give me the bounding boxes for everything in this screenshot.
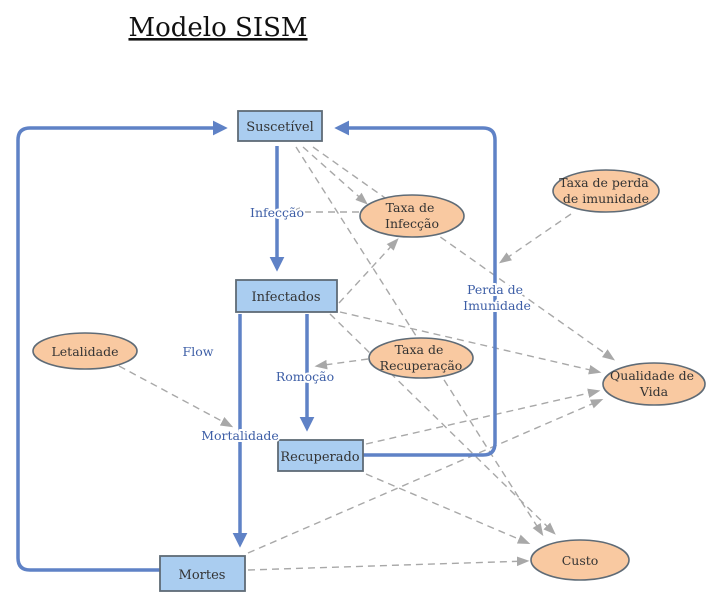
flow-mortes-return-pipe: [16, 120, 228, 572]
influence-suscetivel-to-taxa-infeccao: [302, 146, 368, 205]
diagram-title: Modelo SISM: [128, 13, 307, 43]
stock-recuperado-label: Recuperado: [280, 450, 359, 465]
influence-taxa-recuperacao-to-romocao-flow: [314, 358, 369, 370]
flow-flow-label: Flow: [183, 344, 214, 359]
influence-infectados-to-custo: [329, 313, 556, 535]
flow-infeccao-label: Infecção: [250, 205, 304, 220]
aux-taxa-recuperacao-label: Taxa de Recuperação: [380, 342, 463, 373]
aux-taxa-recuperacao-ellipse: [368, 337, 474, 379]
aux-qualidade-vida-ellipse: [602, 362, 706, 406]
aux-taxa-perda-imunidade-label: Taxa de perda de imunidade: [559, 175, 652, 206]
influence-mortes-to-qualidade-vida: [247, 398, 604, 554]
stock-mortes-label: Mortes: [179, 568, 226, 583]
aux-qualidade-vida: Qualidade de Vida: [602, 362, 706, 406]
influence-infectados-to-qualidade-vida: [339, 311, 602, 375]
flow-perda-imunidade-pipe: [334, 120, 497, 457]
aux-custo: Custo: [530, 539, 630, 581]
influence-letalidade-to-mortalidade-flow: [118, 365, 234, 428]
flow-perda-imunidade-label: Perda de Imunidade: [463, 282, 531, 313]
stock-mortes-box: [159, 555, 246, 592]
stock-infectados: Infectados: [235, 279, 338, 313]
stock-suscetivel-box: [237, 110, 323, 142]
influence-taxa-perda-to-perda-flow: [498, 213, 572, 264]
flow-romocao-label: Romoção: [276, 369, 334, 384]
aux-taxa-recuperacao: Taxa de Recuperação: [368, 337, 474, 379]
stock-suscetivel-label: Suscetível: [246, 120, 314, 135]
aux-taxa-perda-imunidade-ellipse: [552, 169, 660, 213]
aux-qualidade-vida-label: Qualidade de Vida: [610, 368, 698, 399]
flow-mortalidade-label: Mortalidade: [201, 428, 279, 443]
influence-suscetivel-to-qualidade-vida: [312, 146, 616, 361]
aux-letalidade-label: Letalidade: [51, 344, 118, 359]
influence-mortes-to-custo: [247, 556, 530, 571]
aux-letalidade: Letalidade: [32, 332, 138, 370]
stock-infectados-box: [235, 279, 338, 313]
aux-taxa-infeccao: Taxa de Infecção: [359, 194, 465, 238]
stock-infectados-label: Infectados: [251, 290, 320, 305]
stock-mortes: Mortes: [159, 555, 246, 592]
aux-custo-label: Custo: [562, 553, 599, 568]
stock-recuperado: Recuperado: [277, 439, 364, 472]
stock-recuperado-box: [277, 439, 364, 472]
influence-recuperado-to-qualidade-vida: [365, 388, 601, 445]
aux-taxa-perda-imunidade: Taxa de perda de imunidade: [552, 169, 660, 213]
stock-suscetivel: Suscetível: [237, 110, 323, 142]
aux-custo-ellipse: [530, 539, 630, 581]
aux-taxa-infeccao-label: Taxa de Infecção: [385, 200, 439, 231]
aux-taxa-infeccao-ellipse: [359, 194, 465, 238]
influence-infectados-to-taxa-infeccao: [338, 238, 399, 304]
influence-recuperado-to-custo: [365, 473, 531, 544]
aux-letalidade-ellipse: [32, 332, 138, 370]
